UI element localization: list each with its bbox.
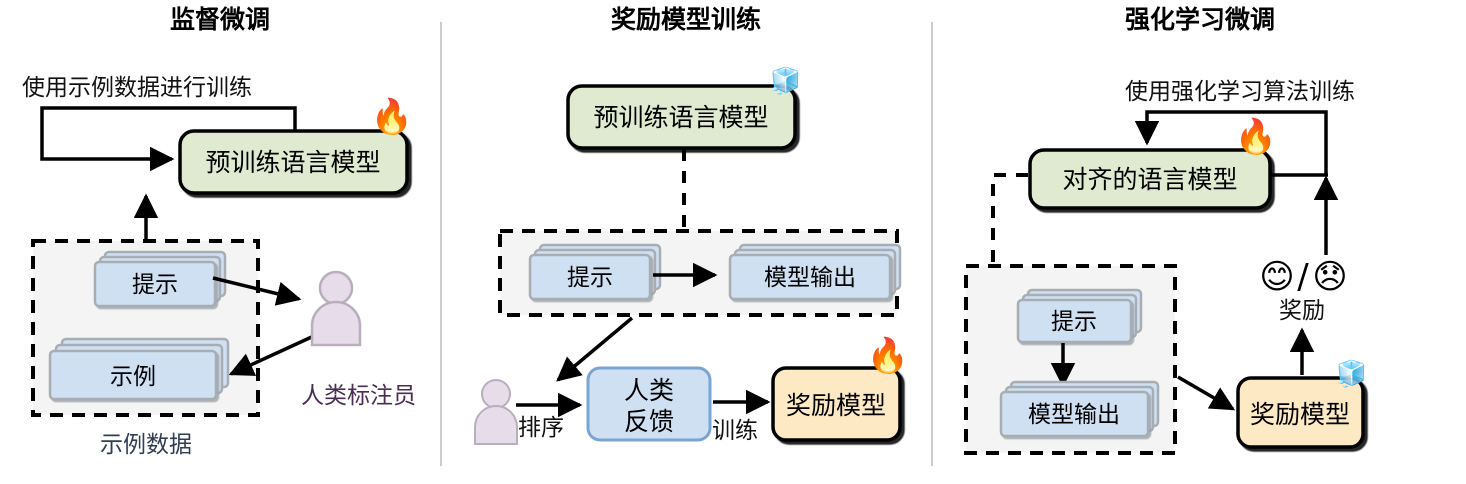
card-stack-model-outputs-rl[interactable]: 模型输出: [999, 380, 1160, 438]
card-stack-demonstrations-sft[interactable]: 示例: [48, 337, 230, 401]
box-reward-model-rm[interactable]: 奖励模型: [771, 366, 902, 442]
fire-icon: 🔥: [1235, 117, 1277, 157]
card-prompts-rl-label: 提示: [1051, 309, 1097, 334]
annotation-reward: 奖励: [1279, 298, 1325, 323]
box-human-feedback-label-line1: 人类: [624, 377, 674, 405]
panel-title-sft: 监督微调: [170, 6, 270, 34]
box-pretrained-lm-rm-label: 预训练语言模型: [593, 104, 768, 132]
loop-arrow-rl: [1134, 110, 1328, 175]
box-aligned-lm-label: 对齐的语言模型: [1062, 166, 1237, 194]
box-human-feedback-label-line2: 反馈: [624, 408, 674, 436]
card-stack-model-outputs-rm[interactable]: 模型输出: [728, 243, 902, 301]
box-reward-model-rl[interactable]: 奖励模型: [1236, 376, 1365, 449]
fire-icon: 🔥: [371, 97, 413, 137]
ice-icon: 🧊: [1336, 359, 1367, 389]
panel-title-rm: 奖励模型训练: [611, 5, 761, 34]
arrow-prompts-to-human: [212, 276, 302, 306]
ice-icon: 🧊: [770, 66, 801, 96]
card-prompts-rm-label: 提示: [567, 265, 613, 290]
annotation-train-with-rl: 使用强化学习算法训练: [1125, 79, 1355, 104]
smile-icon: 😊: [1259, 257, 1294, 297]
annotation-ranking: 排序: [518, 415, 564, 440]
fire-icon: 🔥: [867, 336, 909, 376]
reward-separator: /: [1297, 257, 1309, 297]
annotation-train-rm: 训练: [712, 418, 758, 443]
card-stack-prompts-rm[interactable]: 提示: [528, 243, 662, 301]
arrow-outputs-to-reward-model-rl: [1177, 375, 1236, 411]
arrow-outputs-to-human-rm: [556, 316, 634, 382]
human-labeler-label: 人类标注员: [301, 383, 416, 408]
loop-arrow-sft: [40, 106, 297, 172]
panel-title-rl: 强化学习微调: [1125, 5, 1275, 34]
region-label-demonstration-data: 示例数据: [100, 432, 192, 457]
card-demonstrations-sft-label: 示例: [110, 364, 156, 389]
box-reward-model-rm-label: 奖励模型: [786, 392, 886, 420]
box-pretrained-lm-sft-label: 预训练语言模型: [205, 149, 380, 177]
box-human-feedback[interactable]: 人类 反馈: [586, 366, 712, 442]
annotation-train-with-demos: 使用示例数据进行训练: [22, 75, 252, 100]
box-reward-model-rl-label: 奖励模型: [1250, 401, 1350, 429]
card-stack-prompts-sft[interactable]: 提示: [93, 250, 227, 308]
box-aligned-lm[interactable]: 对齐的语言模型: [1028, 148, 1272, 210]
human-annotator-icon-rm: [474, 379, 518, 445]
card-model-outputs-rm-label: 模型输出: [764, 265, 856, 290]
card-prompts-sft-label: 提示: [132, 272, 178, 297]
frown-icon: 😞: [1312, 257, 1347, 297]
human-labeler-icon: [310, 270, 362, 347]
card-stack-prompts-rl[interactable]: 提示: [1016, 288, 1143, 344]
card-model-outputs-rl-label: 模型输出: [1028, 402, 1120, 427]
arrow-human-to-demos: [228, 333, 317, 376]
box-pretrained-lm-sft[interactable]: 预训练语言模型: [178, 129, 409, 195]
box-pretrained-lm-rm[interactable]: 预训练语言模型: [566, 84, 797, 150]
